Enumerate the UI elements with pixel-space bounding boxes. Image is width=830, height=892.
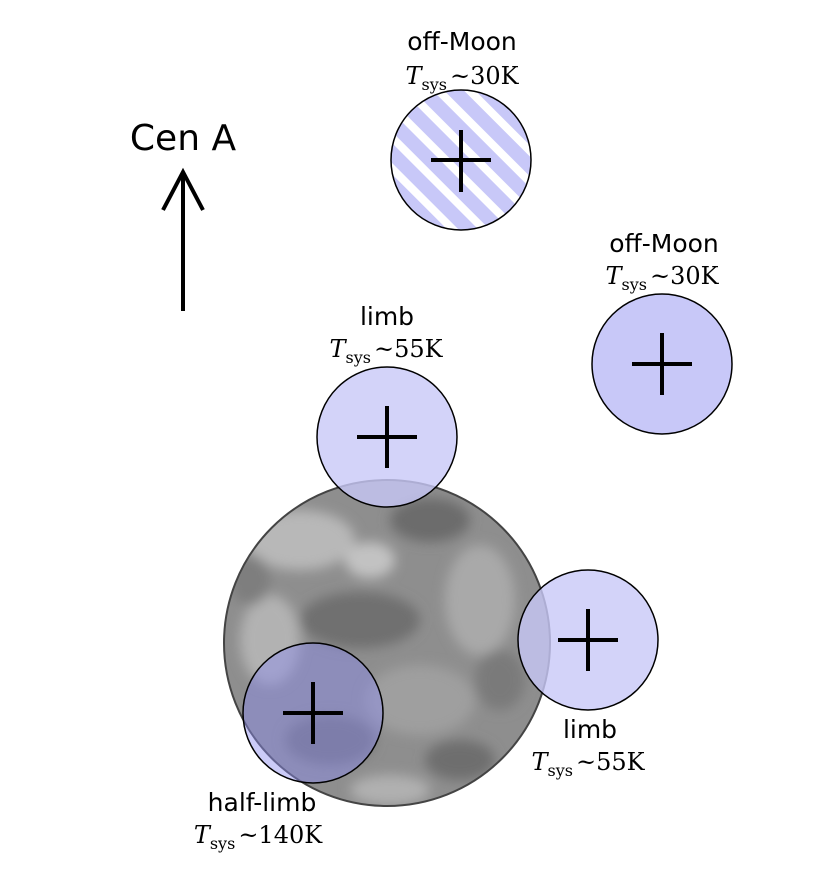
beam-limb-top xyxy=(316,366,458,508)
pointing-name: half-limb xyxy=(208,788,317,817)
pointing-tsys: Tsys~30K xyxy=(405,62,519,94)
label-off-moon: off-Moon Tsys~30K xyxy=(605,229,719,294)
pointing-name: off-Moon xyxy=(609,229,719,258)
pointing-tsys: Tsys~140K xyxy=(194,821,323,853)
pointing-tsys: Tsys~55K xyxy=(329,335,443,367)
label-half-limb: half-limb Tsys~140K xyxy=(194,788,323,853)
beam-half-limb xyxy=(242,642,384,784)
moon xyxy=(223,479,551,807)
beam-off-moon-hatched xyxy=(390,89,532,231)
beam-off-moon xyxy=(591,293,733,435)
label-off-moon-hatched: off-Moon Tsys~30K xyxy=(405,27,519,94)
pointing-name: off-Moon xyxy=(407,27,517,56)
label-limb-right: limb Tsys~55K xyxy=(531,715,645,780)
pointing-tsys: Tsys~55K xyxy=(531,748,645,780)
beam-limb-right xyxy=(517,569,659,711)
label-limb-top: limb Tsys~55K xyxy=(329,302,443,367)
cen-a-label: Cen A xyxy=(130,118,237,159)
cen-a-direction-arrow xyxy=(161,167,205,311)
pointing-name: limb xyxy=(360,302,414,331)
pointing-tsys: Tsys~30K xyxy=(605,262,719,294)
pointing-name: limb xyxy=(563,715,617,744)
